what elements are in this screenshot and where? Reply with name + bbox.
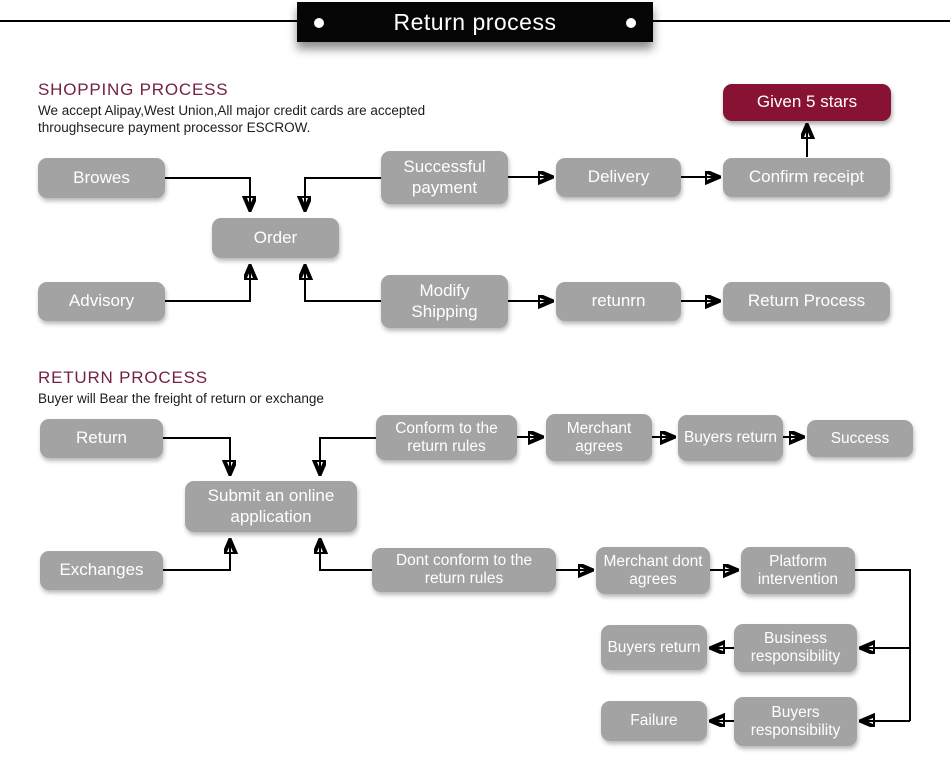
node-return-process: Return Process [723, 282, 890, 321]
node-buyers-return-2: Buyers return [601, 625, 707, 670]
shopping-process-description: We accept Alipay,West Union,All major cr… [38, 102, 425, 136]
shopping-process-heading: SHOPPING PROCESS [38, 80, 229, 99]
node-return: Return [40, 419, 163, 458]
node-dont-conform-rules: Dont conform to the return rules [372, 548, 556, 592]
node-modify-shipping: Modify Shipping [381, 275, 508, 328]
node-order: Order [212, 218, 339, 258]
node-conform-rules: Conform to the return rules [376, 415, 517, 460]
page-title: Return process [393, 8, 557, 35]
banner-left-dot-icon [314, 18, 324, 28]
node-retunrn: retunrn [556, 282, 681, 321]
node-delivery: Delivery [556, 158, 681, 197]
return-process-heading: RETURN PROCESS [38, 368, 208, 387]
node-failure: Failure [601, 701, 707, 741]
node-merchant-dont-agrees: Merchant dont agrees [596, 547, 710, 594]
node-submit-application: Submit an online application [185, 481, 357, 532]
node-advisory: Advisory [38, 282, 165, 321]
node-platform-intervention: Platform intervention [741, 547, 855, 594]
node-buyers-responsibility: Buyers responsibility [734, 697, 857, 746]
node-buyers-return: Buyers return [678, 415, 783, 461]
node-successful-payment: Successful payment [381, 151, 508, 204]
node-browes: Browes [38, 158, 165, 198]
node-merchant-agrees: Merchant agrees [546, 414, 652, 461]
node-given-5-stars: Given 5 stars [723, 84, 891, 121]
node-business-responsibility: Business responsibility [734, 624, 857, 672]
banner: Return process [297, 2, 653, 42]
node-success: Success [807, 420, 913, 457]
banner-right-dot-icon [626, 18, 636, 28]
node-exchanges: Exchanges [40, 551, 163, 590]
node-confirm-receipt: Confirm receipt [723, 158, 890, 197]
shopping-desc-line1: We accept Alipay,West Union,All major cr… [38, 103, 426, 118]
shopping-desc-line2: throughsecure payment processor ESCROW. [38, 120, 311, 135]
return-process-description: Buyer will Bear the freight of return or… [38, 391, 324, 406]
